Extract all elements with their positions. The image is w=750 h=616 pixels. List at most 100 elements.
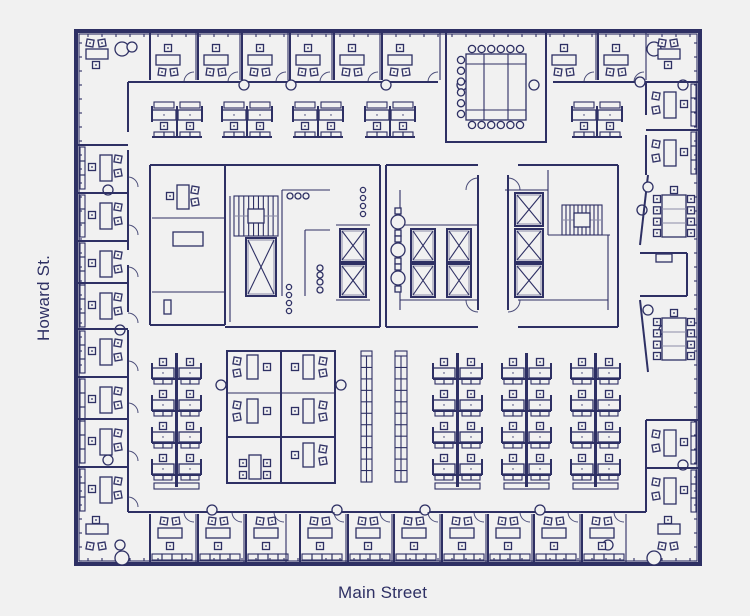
chair-icon: [190, 197, 200, 207]
elevator-shaft: [339, 228, 367, 263]
structural-column: [528, 79, 540, 91]
office-bottom-9: [581, 511, 627, 564]
elevator-x: [412, 230, 434, 261]
large-conference: [445, 30, 547, 143]
desk: [387, 54, 413, 66]
chair-icon: [87, 162, 97, 172]
chair-icon: [232, 368, 242, 378]
credenza: [199, 553, 211, 561]
sink-icon: [285, 307, 293, 315]
workstation-pod: [364, 101, 416, 138]
lobby-table: [390, 270, 406, 286]
credenza: [369, 553, 381, 561]
office-bottom-4: [347, 511, 393, 564]
toilet-icon: [286, 192, 294, 200]
chair-icon: [466, 357, 476, 367]
chair-icon: [508, 357, 518, 367]
column: [215, 379, 227, 391]
door-swing: [473, 511, 485, 523]
elevator-shaft: [339, 263, 367, 298]
chair-icon: [213, 541, 223, 551]
chair-icon: [394, 263, 402, 271]
credenza: [395, 553, 407, 561]
chair-icon: [439, 389, 449, 399]
chair-icon: [261, 541, 271, 551]
door-swing: [465, 299, 479, 313]
chair-icon: [219, 516, 229, 526]
filing-rack: [360, 350, 373, 483]
desk: [295, 54, 321, 66]
chair-icon: [169, 67, 179, 77]
credenza: [535, 553, 547, 561]
door-swing: [613, 511, 625, 523]
overhead-storage: [366, 101, 388, 109]
chair-icon: [394, 235, 402, 243]
desk: [355, 527, 381, 539]
door-swing: [127, 360, 139, 372]
chair-icon: [686, 340, 696, 349]
corner-office: [85, 38, 130, 70]
chair-icon: [97, 541, 107, 551]
credenza: [565, 553, 577, 561]
file-drawer: [539, 442, 550, 449]
elevator-box: [410, 263, 436, 298]
overhead-storage: [599, 101, 621, 109]
elevator-box: [514, 192, 544, 227]
chair-icon: [87, 436, 97, 446]
chair-icon: [686, 206, 696, 215]
chair-icon: [87, 484, 97, 494]
elevator-shaft: [514, 192, 544, 227]
overhead-storage: [294, 101, 316, 109]
credenza: [79, 392, 86, 408]
elevator-cab: [412, 265, 434, 296]
chair-icon: [508, 421, 518, 431]
chair-icon: [91, 515, 101, 525]
office-bottom-1: [197, 511, 245, 564]
elevator-x: [341, 230, 365, 261]
divider: [596, 106, 598, 136]
chair-icon: [663, 515, 673, 525]
office-top-1: [197, 31, 241, 83]
elevator-box: [410, 228, 436, 263]
chair-icon: [372, 121, 382, 131]
spine-divider: [175, 353, 178, 487]
private-office: [290, 354, 328, 380]
overhead-storage: [392, 101, 414, 109]
credenza: [79, 358, 86, 374]
credenza: [690, 497, 697, 513]
sink-icon: [359, 194, 367, 202]
elevator-x: [412, 265, 434, 296]
chair-icon: [158, 357, 168, 367]
corner-office: [646, 515, 681, 566]
credenza: [690, 83, 697, 99]
stair-core: [247, 208, 265, 224]
elevator-shaft: [514, 263, 544, 298]
sink-icon: [285, 283, 293, 291]
chair-icon: [394, 257, 402, 265]
exterior-wall: [74, 29, 702, 566]
desk: [541, 527, 567, 539]
chair-icon: [456, 88, 466, 97]
chair-icon: [113, 154, 123, 164]
chair-icon: [439, 357, 449, 367]
office-left-3: [76, 282, 139, 328]
file-drawer: [581, 410, 592, 417]
workstation-pods: [151, 101, 623, 490]
chair-icon: [185, 357, 195, 367]
private-office: [290, 398, 328, 424]
chair-icon: [158, 421, 168, 431]
chair-icon: [466, 389, 476, 399]
office-right-2: [646, 419, 700, 465]
conference-table: [465, 53, 527, 121]
credenza: [690, 159, 697, 175]
elevator-x: [516, 230, 542, 261]
chair-icon: [113, 490, 123, 500]
workstation-column: [570, 353, 621, 490]
chair-icon: [515, 120, 525, 130]
toilet-icon: [316, 271, 324, 279]
chair-icon: [686, 228, 696, 238]
chair-icon: [163, 43, 173, 53]
chair-icon: [579, 121, 589, 131]
office-left-6: [76, 418, 139, 464]
chair-icon: [669, 185, 679, 195]
